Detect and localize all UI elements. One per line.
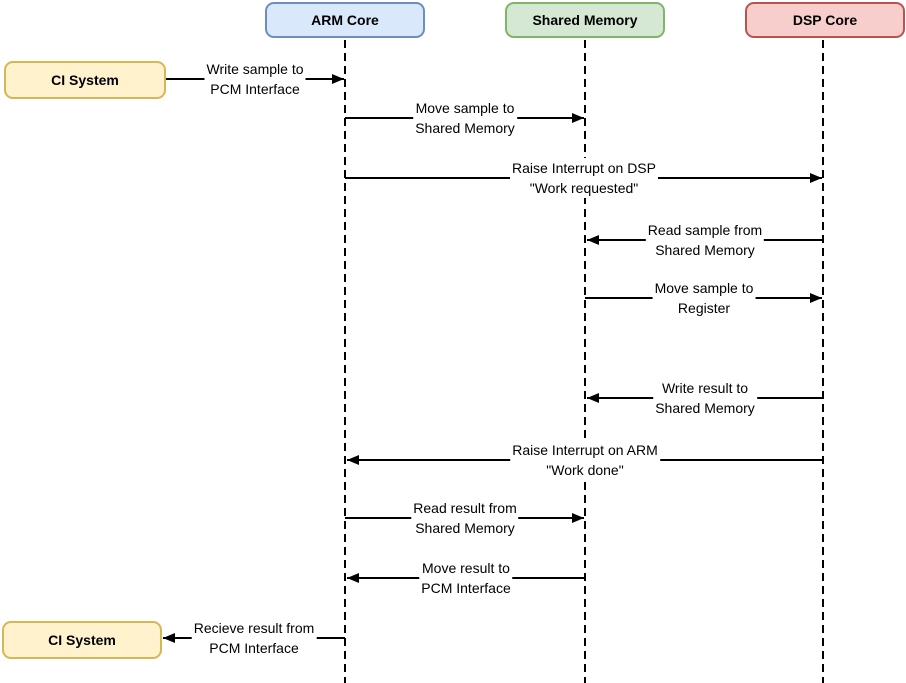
arrowhead-icon-9 bbox=[163, 633, 175, 643]
actor-label-arm-core: ARM Core bbox=[311, 12, 379, 28]
message-label-line2-5: Shared Memory bbox=[655, 400, 755, 416]
message-label-line2-9: PCM Interface bbox=[209, 640, 299, 656]
external-label-ci-system-bottom: CI System bbox=[48, 632, 116, 648]
message-label-line1-1: Move sample to bbox=[415, 100, 515, 116]
message-label-line1-5: Write result to bbox=[661, 380, 749, 396]
message-label-line2-4: Register bbox=[677, 300, 731, 316]
arrowhead-icon-5 bbox=[587, 393, 599, 403]
message-label-line2-3: Shared Memory bbox=[655, 242, 755, 258]
actor-box-shared-memory: Shared Memory bbox=[505, 2, 665, 38]
message-label-line2-8: PCM Interface bbox=[421, 580, 511, 596]
arrowhead-icon-7 bbox=[572, 513, 584, 523]
message-label-line2-1: Shared Memory bbox=[415, 120, 515, 136]
arrowhead-icon-2 bbox=[810, 173, 822, 183]
message-label-line1-9: Recieve result from bbox=[193, 620, 315, 636]
message-label-4: Move sample to Register bbox=[652, 278, 756, 318]
message-label-1: Move sample to Shared Memory bbox=[413, 98, 517, 138]
message-label-line2-7: Shared Memory bbox=[415, 520, 515, 536]
arrowhead-icon-6 bbox=[347, 455, 359, 465]
message-label-line1-8: Move result to bbox=[422, 560, 510, 576]
actor-label-shared-memory: Shared Memory bbox=[532, 12, 638, 28]
message-label-0: Write sample to PCM Interface bbox=[204, 59, 306, 99]
external-label-ci-system-top: CI System bbox=[51, 72, 119, 88]
arrowhead-icon-0 bbox=[332, 74, 344, 84]
lifeline-shared-memory bbox=[584, 40, 586, 683]
message-label-line1-6: Raise Interrupt on ARM bbox=[512, 442, 658, 458]
arrowhead-icon-1 bbox=[572, 113, 584, 123]
arrowhead-icon-4 bbox=[810, 293, 822, 303]
arrowhead-icon-3 bbox=[587, 235, 599, 245]
lifeline-arm-core bbox=[344, 40, 346, 683]
message-label-line1-7: Read result from bbox=[413, 500, 517, 516]
message-label-5: Write result to Shared Memory bbox=[653, 378, 757, 418]
message-label-line1-2: Raise Interrupt on DSP bbox=[512, 160, 656, 176]
external-box-ci-system-bottom: CI System bbox=[2, 621, 162, 659]
message-label-line1-0: Write sample to bbox=[206, 61, 304, 77]
actor-box-dsp-core: DSP Core bbox=[745, 2, 905, 38]
actor-box-arm-core: ARM Core bbox=[265, 2, 425, 38]
message-label-line2-2: "Work requested" bbox=[529, 180, 639, 196]
external-box-ci-system-top: CI System bbox=[4, 61, 166, 99]
message-label-2: Raise Interrupt on DSP "Work requested" bbox=[510, 158, 658, 198]
message-label-line1-3: Read sample from bbox=[647, 222, 763, 238]
message-label-line2-0: PCM Interface bbox=[210, 81, 300, 97]
message-label-8: Move result to PCM Interface bbox=[419, 558, 513, 598]
lifeline-dsp-core bbox=[822, 40, 824, 683]
message-label-line2-6: "Work done" bbox=[546, 462, 624, 478]
actor-label-dsp-core: DSP Core bbox=[792, 12, 858, 28]
message-label-line1-4: Move sample to bbox=[654, 280, 754, 296]
message-label-6: Raise Interrupt on ARM "Work done" bbox=[510, 440, 660, 480]
arrowhead-icon-8 bbox=[347, 573, 359, 583]
